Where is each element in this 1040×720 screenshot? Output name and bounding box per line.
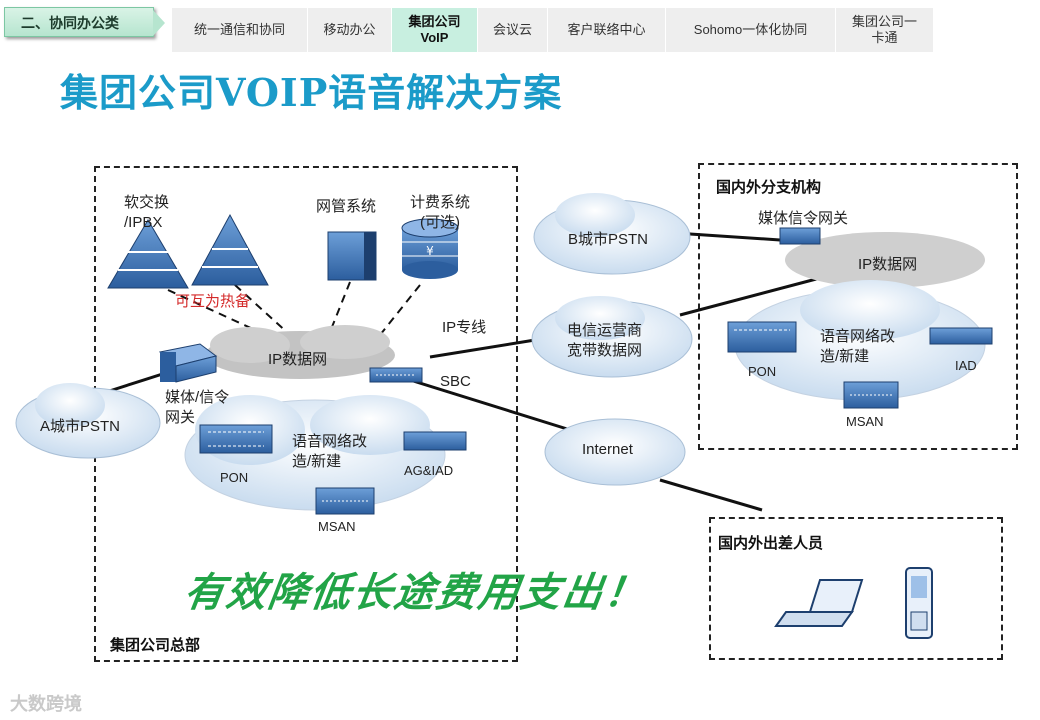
sbc-device — [369, 367, 423, 383]
tab-sohomo[interactable]: Sohomo一体化协同 — [666, 8, 836, 52]
tab-group-voip[interactable]: 集团公司 VoIP — [392, 8, 478, 52]
hq-media-gateway — [158, 343, 218, 383]
link-softswitch2 — [234, 284, 291, 336]
hq-msan-device — [315, 487, 375, 515]
branch-iad-label: IAD — [955, 358, 977, 373]
hq-pon-label: PON — [220, 470, 249, 485]
link-sbc-internet — [409, 378, 581, 435]
link-nms — [329, 281, 351, 333]
nms-label: 网管系统 — [316, 198, 377, 215]
ip-line-label: IP专线 — [442, 319, 487, 336]
branch-voice-rebuild-label: 语音网络改 造/新建 — [820, 328, 896, 365]
slogan: 有效降低长途费用支出！ — [181, 571, 650, 615]
branch-media-gateway — [779, 227, 821, 245]
link-softswitch1 — [167, 289, 256, 331]
pstn-b-label: B城市PSTN — [568, 231, 649, 248]
branch-pon-label: PON — [748, 364, 777, 379]
branch-iad-device — [929, 327, 993, 345]
hq-msan-label: MSAN — [318, 519, 356, 534]
standby-label: 可互为热备 — [175, 293, 251, 310]
softswitch-label: 软交换 /IPBX — [124, 194, 170, 231]
softswitch-pyramid-1 — [107, 219, 189, 289]
branch-voice-cloud — [734, 280, 986, 401]
hq-region-label: 集团公司总部 — [110, 637, 201, 654]
sbc-label: SBC — [440, 373, 471, 390]
hq-pon-device — [199, 424, 273, 454]
tab-mobile-office[interactable]: 移动办公 — [308, 8, 392, 52]
svg-text:¥: ¥ — [426, 244, 434, 258]
nms-server — [327, 231, 377, 281]
section-tag: 二、协同办公类 — [4, 7, 165, 37]
link-internet-travel — [659, 478, 763, 512]
tab-conference-cloud[interactable]: 会议云 — [478, 8, 548, 52]
tab-contact-center[interactable]: 客户联络中心 — [548, 8, 666, 52]
pstn-a-cloud — [15, 383, 161, 459]
watermark: 大数跨境 — [10, 694, 82, 714]
branch-region-label: 国内外分支机构 — [716, 179, 822, 196]
link-ip-carrier — [429, 338, 536, 359]
page-title: 集团公司VOIP语音解决方案 — [60, 70, 563, 115]
carrier-cloud — [531, 296, 693, 378]
branch-region — [698, 163, 1018, 450]
tab-group-card[interactable]: 集团公司一 卡通 — [836, 8, 934, 52]
billing-database: ¥ — [401, 218, 459, 279]
link-carrier-branch — [679, 276, 821, 317]
branch-pon-device — [727, 321, 797, 353]
hq-voice-rebuild-label: 语音网络改 造/新建 — [292, 433, 368, 470]
hq-ip-cloud — [205, 325, 395, 379]
link-billing — [379, 284, 421, 336]
travel-region-label: 国内外出差人员 — [718, 535, 824, 552]
branch-msan-label: MSAN — [846, 414, 884, 429]
internet-cloud — [544, 418, 686, 486]
branch-ip-cloud — [785, 232, 985, 288]
laptop-icon — [774, 579, 864, 627]
hq-media-gateway-label: 媒体/信令 网关 — [165, 389, 230, 426]
pstn-b-cloud — [533, 193, 691, 275]
tab-unified-comm[interactable]: 统一通信和协同 — [172, 8, 308, 52]
mobile-phone-icon — [905, 567, 933, 639]
internet-label: Internet — [582, 441, 633, 458]
branch-media-gateway-label: 媒体信令网关 — [758, 210, 849, 227]
branch-msan-device — [843, 381, 899, 409]
carrier-label: 电信运营商 宽带数据网 — [567, 322, 643, 359]
mgmt-links — [167, 281, 421, 336]
tab-bar: 统一通信和协同 移动办公 集团公司 VoIP 会议云 客户联络中心 Sohomo… — [172, 8, 934, 52]
softswitch-pyramid-2 — [191, 213, 269, 286]
travel-region — [709, 517, 1003, 660]
pstn-a-label: A城市PSTN — [40, 418, 121, 435]
agiad-device — [403, 431, 467, 451]
billing-label: 计费系统 (可选) — [410, 194, 471, 231]
hq-ip-network-label: IP数据网 — [268, 351, 328, 368]
agiad-label: AG&IAD — [404, 463, 454, 478]
branch-ip-network-label: IP数据网 — [858, 256, 918, 273]
